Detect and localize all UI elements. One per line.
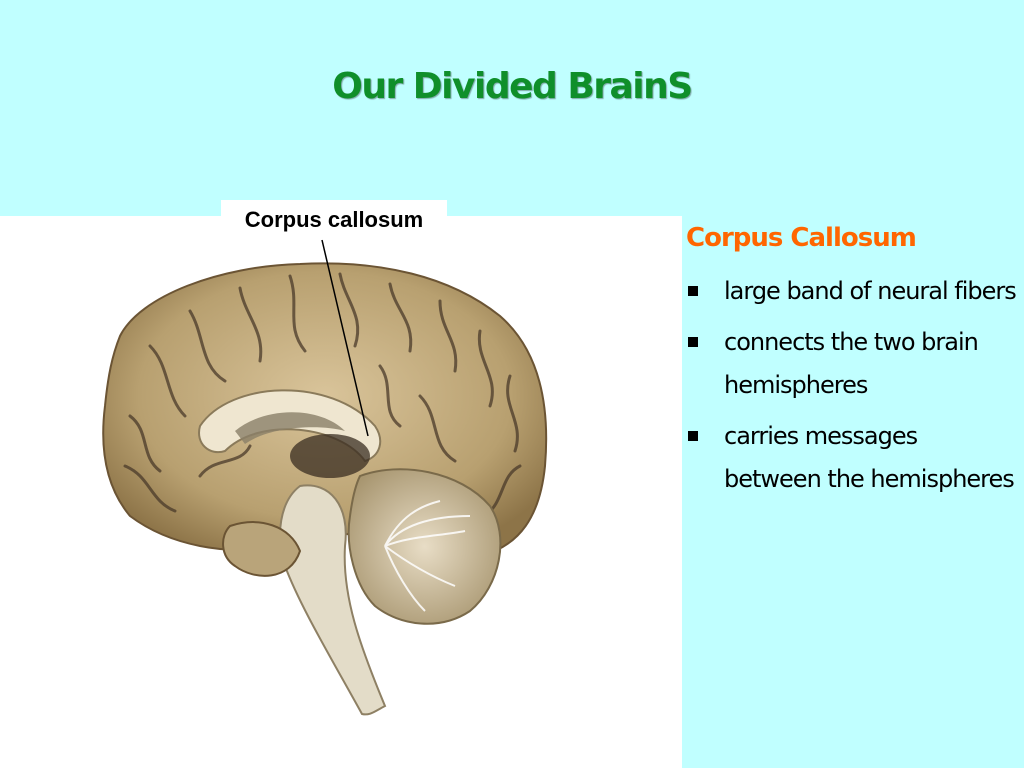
bullet-text: carries messages between the hemispheres <box>724 422 1015 493</box>
corpus-callosum-label: Corpus callosum <box>221 200 447 238</box>
bullet-text: connects the two brain hemispheres <box>724 328 979 399</box>
square-bullet-icon <box>688 337 698 347</box>
bullet-item: carries messages between the hemispheres <box>686 415 1016 501</box>
brain-sagittal-section-image <box>102 262 548 716</box>
bullet-item: connects the two brain hemispheres <box>686 321 1016 407</box>
square-bullet-icon <box>688 286 698 296</box>
bullet-text: large band of neural fibers <box>724 277 1017 305</box>
cerebellum-shape <box>347 468 502 625</box>
side-heading: Corpus Callosum <box>686 223 917 253</box>
bullet-list: large band of neural fibers connects the… <box>686 270 1017 501</box>
square-bullet-icon <box>688 431 698 441</box>
bullet-item: large band of neural fibers <box>686 270 1017 313</box>
slide-title: Our Divided BrainS <box>332 66 693 107</box>
description-panel: Corpus Callosum large band of neural fib… <box>686 220 1017 509</box>
